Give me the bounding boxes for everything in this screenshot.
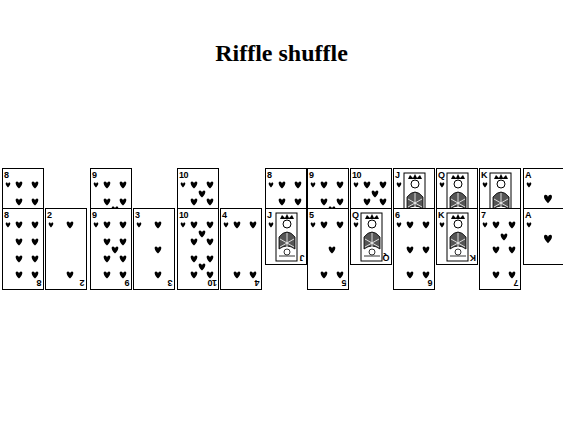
- card-rank: 9: [125, 278, 130, 288]
- playing-card: 8: [2, 168, 44, 208]
- card-rank: J: [267, 210, 272, 220]
- playing-card: KK: [436, 208, 478, 265]
- card-face-art: [308, 169, 349, 208]
- playing-card: 10 10: [177, 208, 219, 290]
- card-rank: 9: [92, 170, 97, 180]
- card-rank: 6: [395, 210, 400, 220]
- card-rank: 8: [4, 170, 9, 180]
- card-rank: Q: [383, 253, 390, 263]
- playing-card: JJ: [265, 208, 307, 265]
- playing-card: A: [523, 208, 563, 265]
- playing-card: 8: [265, 168, 307, 208]
- card-face-art: [266, 169, 307, 208]
- playing-card: 10: [177, 168, 219, 208]
- playing-card: Q: [436, 168, 478, 208]
- card-face-art: [308, 209, 349, 290]
- playing-card: 66: [393, 208, 435, 290]
- card-rank: 10: [179, 170, 188, 180]
- card-rank: 10: [179, 210, 188, 220]
- card-rank: J: [300, 253, 305, 263]
- card-face-art: [91, 169, 132, 208]
- card-rank: 8: [37, 278, 42, 288]
- diagram-title: Riffle shuffle: [0, 40, 563, 67]
- card-face-art: [46, 209, 87, 290]
- card-rank: Q: [438, 170, 445, 180]
- card-face-art: [134, 209, 175, 290]
- playing-card: 22: [45, 208, 87, 290]
- card-rank: 3: [135, 210, 140, 220]
- playing-card: J: [393, 168, 435, 208]
- playing-card: QQ: [350, 208, 392, 265]
- card-rank: 5: [342, 278, 347, 288]
- card-rank: Q: [352, 210, 359, 220]
- playing-card: 88: [2, 208, 44, 290]
- playing-card: 10: [350, 168, 392, 208]
- card-rank: 7: [514, 278, 519, 288]
- card-rank: K: [481, 170, 487, 180]
- card-rank: 9: [309, 170, 314, 180]
- playing-card: 33: [133, 208, 175, 290]
- card-rank: 8: [267, 170, 272, 180]
- playing-card: A: [523, 168, 563, 208]
- playing-card: K: [479, 168, 521, 208]
- card-rank: 6: [428, 278, 433, 288]
- card-face-art: [3, 169, 44, 208]
- card-rank: 7: [481, 210, 486, 220]
- playing-card: 55: [307, 208, 349, 290]
- card-rank: 2: [80, 278, 85, 288]
- card-face-art: [3, 209, 44, 290]
- playing-card: 9: [90, 168, 132, 208]
- card-rank: 4: [222, 210, 227, 220]
- card-rank: A: [525, 210, 531, 220]
- card-face-art: [394, 169, 435, 208]
- card-rank: 8: [4, 210, 9, 220]
- card-face-art: [221, 209, 262, 290]
- playing-card: 9: [307, 168, 349, 208]
- card-rank: 10: [352, 170, 361, 180]
- playing-card: 77: [479, 208, 521, 290]
- card-rank: K: [470, 253, 476, 263]
- card-rank: 2: [47, 210, 52, 220]
- playing-card: 99: [90, 208, 132, 290]
- card-rank: 9: [92, 210, 97, 220]
- card-rank: 3: [168, 278, 173, 288]
- card-face-art: [91, 209, 132, 290]
- card-face-art: [394, 209, 435, 290]
- playing-card: 44: [220, 208, 262, 290]
- card-rank: 10: [208, 278, 217, 288]
- card-face-art: [178, 209, 219, 290]
- card-rank: K: [438, 210, 444, 220]
- card-rank: 5: [309, 210, 314, 220]
- card-face-art: [480, 209, 521, 290]
- card-rank: A: [525, 170, 531, 180]
- card-rank: J: [395, 170, 400, 180]
- card-rank: 4: [255, 278, 260, 288]
